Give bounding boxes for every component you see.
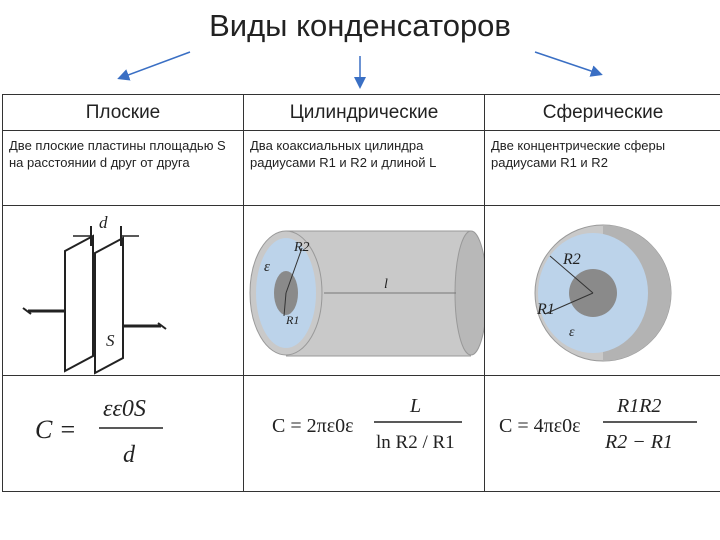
formula-cylindrical-lhs: C = 2πε0ε: [272, 415, 354, 437]
formula-spherical-lhs: C = 4πε0ε: [499, 415, 581, 437]
formula-flat-denominator: d: [123, 442, 136, 468]
label-s: S: [106, 331, 115, 350]
page-title: Виды конденсаторов: [209, 8, 511, 43]
formula-spherical-cell: C = 4πε0ε R1R2 R2 − R1: [484, 375, 720, 492]
formula-flat-cell: C = εε0S d: [2, 375, 244, 492]
header-flat: Плоские: [2, 94, 244, 131]
label-r1: R1: [536, 301, 555, 318]
formula-flat-lhs: C =: [35, 415, 76, 444]
formula-spherical: C = 4πε0ε R1R2 R2 − R1: [499, 395, 697, 453]
capacitor-table: Плоские Цилиндрические Сферические Две п…: [2, 94, 720, 492]
formula-cylindrical: C = 2πε0ε L ln R2 / R1: [272, 395, 462, 453]
formula-spherical-denominator: R2 − R1: [604, 431, 673, 453]
formula-cylindrical-denominator: ln R2 / R1: [376, 432, 455, 453]
formula-cylindrical-numerator: L: [409, 395, 421, 417]
spherical-capacitor-figure: R2 R1 ε: [534, 224, 672, 362]
header-cylindrical: Цилиндрические: [243, 94, 485, 131]
description-flat: Две плоские пластины площадью S на расст…: [2, 130, 244, 206]
figure-flat-cell: d S: [2, 205, 244, 376]
formula-spherical-numerator: R1R2: [616, 395, 661, 417]
label-eps: ε: [569, 325, 575, 340]
cylindrical-capacitor-figure: ε R2 R1 l: [249, 230, 484, 357]
formula-cylindrical-cell: C = 2πε0ε L ln R2 / R1: [243, 375, 485, 492]
arrow-left: [117, 51, 191, 81]
arrows-group: [117, 51, 603, 89]
description-spherical: Две концентрические сферы радиусами R1 и…: [484, 130, 720, 206]
label-r2: R2: [293, 240, 310, 255]
figure-spherical-cell: R2 R1 ε: [484, 205, 720, 376]
label-length: l: [384, 277, 388, 292]
label-r2: R2: [562, 251, 581, 268]
header-spherical: Сферические: [484, 94, 720, 131]
label-eps: ε: [264, 259, 270, 275]
label-r1: R1: [285, 313, 299, 327]
formula-flat-numerator: εε0S: [103, 396, 146, 422]
figure-cylindrical-cell: ε R2 R1 l: [243, 205, 485, 376]
formula-flat: C = εε0S d: [35, 396, 163, 468]
flat-capacitor-figure: d S: [22, 213, 167, 375]
arrow-right: [534, 51, 603, 77]
description-cylindrical: Два коаксиальных цилиндра радиусами R1 и…: [243, 130, 485, 206]
label-d: d: [99, 213, 108, 232]
